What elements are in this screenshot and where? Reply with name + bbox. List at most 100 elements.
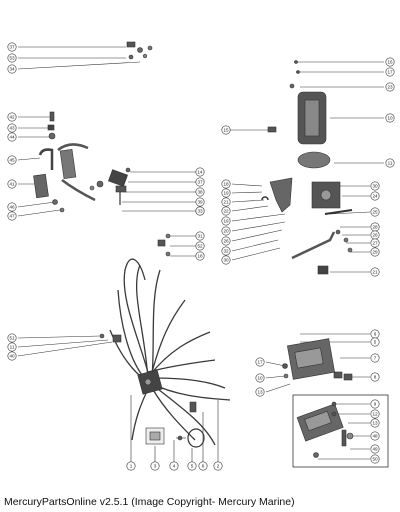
- callout-circle: [221, 246, 231, 256]
- callout-circle: [385, 67, 395, 77]
- callout-circle: [385, 82, 395, 92]
- callout-circle: [195, 251, 205, 261]
- callout-number: 9: [374, 402, 377, 407]
- callout-number: 21: [372, 270, 378, 275]
- callout-circle: [7, 333, 17, 343]
- part-bracket-assembly: [231, 177, 371, 275]
- callout-number: 30: [223, 258, 229, 263]
- callout-number: 31: [197, 234, 203, 239]
- callout-number: 6: [202, 464, 205, 469]
- callout-number: 11: [10, 345, 15, 350]
- callout-number: 20: [223, 229, 229, 234]
- callout-circle: [370, 353, 380, 363]
- callout-number: 16: [387, 60, 393, 65]
- callout-number: 11: [388, 161, 393, 166]
- part-connectors-center: [157, 233, 196, 257]
- callout-number: 10: [387, 116, 393, 121]
- parts-diagram: 3753344243444541464714373839353331521816…: [7, 41, 395, 471]
- inset-box: [292, 394, 389, 468]
- callout-circle: [370, 337, 380, 347]
- callout-number: 23: [387, 85, 393, 90]
- callout-number: 30: [372, 184, 378, 189]
- callout-circle: [255, 387, 265, 397]
- callout-number: 8: [374, 375, 377, 380]
- callout-number: 17: [257, 360, 263, 365]
- callout-circle: [385, 158, 395, 168]
- callout-number: 48: [372, 434, 378, 439]
- callout-number: 3: [154, 464, 157, 469]
- callout-number: 21: [223, 200, 229, 205]
- part-clips-left: [17, 111, 96, 217]
- callout-number: 39: [197, 200, 203, 205]
- callout-number: 53: [9, 56, 15, 61]
- callout-number: 1: [130, 464, 133, 469]
- callout-number: 25: [372, 210, 378, 215]
- part-ignition-coil: [230, 60, 384, 169]
- callout-number: 50: [372, 457, 378, 462]
- callout-number: 13: [372, 421, 378, 426]
- callout-number: 4: [173, 464, 176, 469]
- callout-circle: [370, 207, 380, 217]
- callout-circle: [7, 155, 17, 165]
- leaders-left-bottom: [17, 333, 122, 357]
- callout-circle: [195, 206, 205, 216]
- image-caption: MercuryPartsOnline v2.5.1 (Image Copyrig…: [4, 496, 295, 508]
- callout-circle: [7, 211, 17, 221]
- callout-number: 13: [257, 390, 263, 395]
- callout-circle: [195, 197, 205, 207]
- callout-number: 24: [372, 194, 378, 199]
- callout-circle: [370, 431, 380, 441]
- callout-circle: [7, 202, 17, 212]
- part-screws-top-left: [17, 41, 153, 70]
- callout-circle: [385, 113, 395, 123]
- part-harness-plug: [137, 369, 163, 395]
- callout-number: 43: [9, 126, 15, 131]
- callout-number: 2: [217, 464, 220, 469]
- callout-number: 51: [9, 336, 15, 341]
- callout-number: 22: [223, 209, 229, 214]
- callout-number: 42: [9, 115, 15, 120]
- callout-circle: [7, 179, 17, 189]
- callout-circle: [385, 57, 395, 67]
- part-wiring-harness: [109, 258, 231, 446]
- callout-circle: [195, 177, 205, 187]
- callout-circle: [7, 351, 17, 361]
- callout-circle: [221, 236, 231, 246]
- part-switch-box: [265, 333, 370, 393]
- callout-circle: [221, 179, 231, 189]
- callout-circle: [370, 267, 380, 277]
- callout-number: 45: [9, 158, 15, 163]
- callout-circle: [7, 342, 17, 352]
- callout-number: 26: [372, 233, 378, 238]
- callout-number: 28: [372, 225, 378, 230]
- callout-circle: [370, 247, 380, 257]
- callout-circle: [195, 241, 205, 251]
- callout-number: 5: [191, 464, 194, 469]
- callout-number: 18: [223, 182, 229, 187]
- callout-circle: [187, 461, 197, 471]
- callout-circle: [221, 197, 231, 207]
- part-grommet-set: [130, 395, 219, 462]
- callout-number: 46: [9, 205, 15, 210]
- callout-circle: [221, 206, 231, 216]
- callout-number: 27: [372, 241, 378, 246]
- callout-circle: [370, 238, 380, 248]
- callout-circle: [255, 357, 265, 367]
- part-clamp-center: [89, 167, 196, 212]
- callout-circle: [221, 188, 231, 198]
- callout-circle: [221, 125, 231, 135]
- callout-circle: [150, 461, 160, 471]
- callout-number: 15: [223, 128, 229, 133]
- callout-circle: [221, 226, 231, 236]
- callout-number: 19: [223, 219, 229, 224]
- callout-number: 14: [197, 170, 203, 175]
- callout-circle: [370, 454, 380, 464]
- callout-number: 26: [223, 239, 229, 244]
- callout-circle: [221, 255, 231, 265]
- callout-circle: [195, 167, 205, 177]
- callout-number: 18: [197, 254, 203, 259]
- callout-circle: [370, 191, 380, 201]
- callout-circle: [198, 461, 208, 471]
- callout-number: 33: [197, 209, 203, 214]
- callout-number: 12: [372, 412, 378, 417]
